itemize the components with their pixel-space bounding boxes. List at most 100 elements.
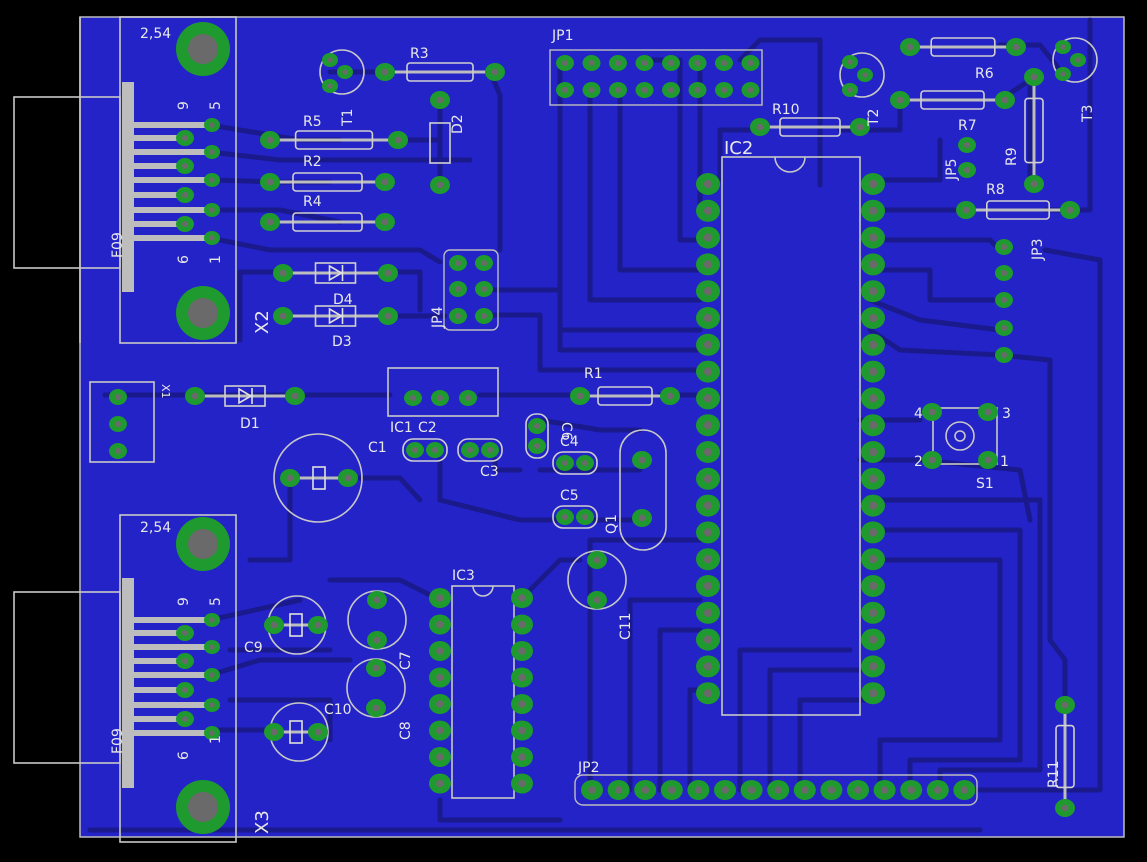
ic2-pad-left-6-drill xyxy=(703,313,713,323)
x3-pin-bar-1 xyxy=(134,617,212,623)
r5-body xyxy=(294,130,374,150)
ic1-body xyxy=(387,367,499,417)
t2-pad-3-drill xyxy=(847,87,853,93)
trace-35 xyxy=(477,287,703,353)
c5-label: C5 xyxy=(560,488,579,504)
x2-pin-bar-b-3 xyxy=(134,192,184,198)
s1-pad-4-drill xyxy=(984,456,992,464)
ic3-pad-right-4-drill xyxy=(518,673,526,682)
x2-pin-bar-5 xyxy=(134,235,212,241)
c6-pad-2-drill xyxy=(533,442,541,450)
trace-37 xyxy=(492,457,523,473)
c3-body xyxy=(457,438,503,462)
x2-pad-right-3-drill xyxy=(209,235,215,241)
board-outline xyxy=(79,16,1125,838)
t1-label: T1 xyxy=(340,109,356,127)
d1-pad-2-drill xyxy=(291,392,299,400)
trace-21 xyxy=(867,137,943,183)
s1-pin2-label: 2 xyxy=(914,454,923,470)
r2-label: R2 xyxy=(303,154,322,170)
jp1-pad-top-7-drill xyxy=(720,59,728,67)
ic3-label: IC3 xyxy=(452,568,475,584)
s1-pad-1-drill xyxy=(928,408,936,416)
r9-body xyxy=(1024,97,1044,164)
c1-outline xyxy=(273,433,363,523)
jp4-pad-right-3-drill xyxy=(480,312,488,320)
trace-19 xyxy=(717,127,763,183)
trace-62 xyxy=(857,457,1033,523)
trace-63 xyxy=(537,417,643,433)
x2-pad-left-2-drill xyxy=(181,162,189,170)
s1-label: S1 xyxy=(976,476,994,492)
jp1-pad-bottom-4-drill xyxy=(641,86,648,94)
jp3-pad-4-drill xyxy=(1000,324,1008,332)
t3-label: T3 xyxy=(1080,105,1096,123)
q1-pad-1-drill xyxy=(638,456,646,464)
jp4-outline xyxy=(443,249,499,331)
jp2-pad-13-drill xyxy=(907,786,915,794)
x1-pad-2-drill xyxy=(114,420,122,428)
trace-54 xyxy=(997,352,1068,708)
ic3-pad-right-8-drill xyxy=(518,779,526,788)
ic2-pad-left-8-drill xyxy=(703,367,713,376)
x2-pin-bar-3 xyxy=(134,177,212,183)
trace-42 xyxy=(437,797,563,823)
ic2-pad-right-5-drill xyxy=(868,287,878,296)
c6-body xyxy=(525,413,549,459)
r3-label: R3 xyxy=(410,46,429,62)
d3-pad-1-drill xyxy=(279,312,287,320)
x2-pin1-label: 1 xyxy=(208,255,224,264)
d4-body xyxy=(314,262,357,284)
ic2-pad-right-8-drill xyxy=(868,367,878,376)
ic2-body xyxy=(721,156,861,716)
component-bodies xyxy=(134,37,1075,808)
ic2-pad-right-10-drill xyxy=(868,421,878,430)
r5-pad-2-drill xyxy=(394,136,402,144)
trace-58 xyxy=(207,657,353,678)
jp3-pad-5-drill xyxy=(1000,351,1008,359)
jp4-pad-left-2-drill xyxy=(454,285,462,293)
x1-pad-3-drill xyxy=(114,447,122,455)
trace-5 xyxy=(207,235,443,265)
ic2-pad-right-9-drill xyxy=(868,394,878,403)
ic2-pad-left-15-drill xyxy=(703,555,713,564)
x3-pin-bar-5 xyxy=(134,730,212,736)
ic3-pad-right-2-drill xyxy=(518,620,526,629)
trace-39 xyxy=(342,475,423,503)
trace-49 xyxy=(797,697,873,793)
ic2-pad-left-12-drill xyxy=(703,474,713,483)
d3-symbol xyxy=(328,307,344,325)
r10-body xyxy=(779,117,841,137)
c1-body xyxy=(312,466,326,490)
jp2-pad-14-drill xyxy=(934,786,942,794)
x3-pin-bar-b-3 xyxy=(134,687,184,693)
x2-pitch-label: 2,54 xyxy=(140,26,171,42)
x1-label: X1 xyxy=(159,384,172,399)
x3-pad-left-4-drill xyxy=(181,715,189,723)
r1-label: R1 xyxy=(584,366,603,382)
ic2-pad-left-7-drill xyxy=(703,340,713,349)
x3-pad-right-4-drill xyxy=(209,644,215,650)
jp4-pad-right-1-drill xyxy=(480,259,488,267)
x3-type-label: F09 xyxy=(110,728,126,754)
jp4-pad-left-3-drill xyxy=(454,312,462,320)
ic1-pad-3-drill xyxy=(464,394,472,402)
t1-pad-2-drill xyxy=(342,69,348,75)
pad-layer xyxy=(109,22,1086,834)
c8-label: C8 xyxy=(398,721,414,740)
jp1-pad-bottom-5-drill xyxy=(667,86,675,94)
x3-pin9-label: 9 xyxy=(176,597,192,606)
ic2-pad-right-19-drill xyxy=(868,662,878,671)
jp1-pad-bottom-7-drill xyxy=(720,86,728,94)
r9-pad-2-drill xyxy=(1030,180,1038,188)
x2-pin9-label: 9 xyxy=(176,101,192,110)
x3-pad-right-5-drill xyxy=(209,702,215,708)
x3-pitch-label: 2,54 xyxy=(140,520,171,536)
q1-pad-2-drill xyxy=(638,514,646,522)
jp5-pad-2-drill xyxy=(963,166,971,174)
x2-pin-bar-4 xyxy=(134,207,212,213)
jp3-pad-1-drill xyxy=(1000,243,1008,251)
ic2-pad-left-19-drill xyxy=(703,662,713,671)
c1-label: C1 xyxy=(368,440,387,456)
x3-pad-left-3-drill xyxy=(181,686,189,694)
